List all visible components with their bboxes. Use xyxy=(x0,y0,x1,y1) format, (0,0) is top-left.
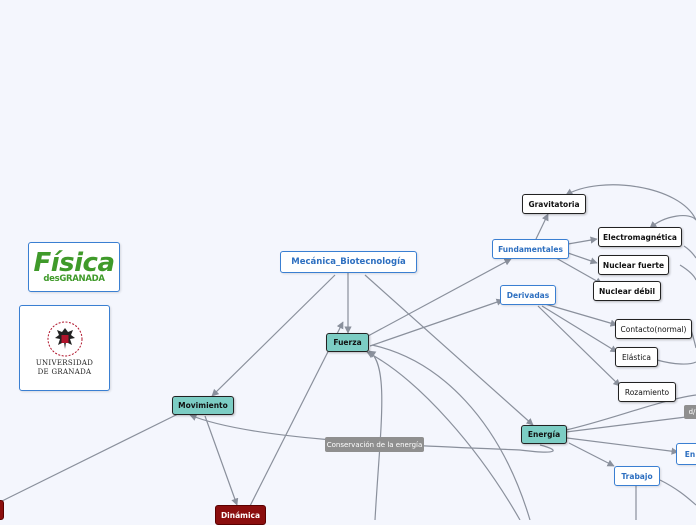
edge-fuerza-curve-c xyxy=(366,351,521,520)
edge-energia-d xyxy=(565,416,687,433)
ugr-logo: UNIVERSIDAD DE GRANADA xyxy=(19,305,110,391)
ugr-logo-line1: UNIVERSIDAD xyxy=(35,359,94,367)
node-nuclear-debil[interactable]: Nuclear débil xyxy=(593,281,661,301)
edge-curve-6 xyxy=(656,359,696,365)
node-en-partial[interactable]: En xyxy=(676,443,696,465)
node-dinamica[interactable]: Dinámica xyxy=(215,505,266,525)
edge-fund-nfuerte xyxy=(567,252,598,265)
node-electromagnetica[interactable]: Electromagnética xyxy=(598,227,682,247)
label-d-partial[interactable]: d/ xyxy=(684,405,696,419)
edge-energia-en xyxy=(566,437,679,455)
edge-fund-gravitatoria xyxy=(535,213,549,240)
edge-curve-2 xyxy=(649,214,696,229)
node-rozamiento[interactable]: Rozamiento xyxy=(618,382,676,402)
edge-trabajo-right xyxy=(659,479,696,506)
fisica-logo: Física desGRANADA xyxy=(28,242,120,292)
ugr-logo-line2: DE GRANADA xyxy=(37,368,92,376)
edge-mov-dinamica xyxy=(204,415,239,506)
node-energia[interactable]: Energía xyxy=(521,425,567,444)
edge-curve-4 xyxy=(679,264,696,281)
fisica-logo-title: Física xyxy=(33,247,115,278)
edge-der-rozamiento xyxy=(537,305,621,387)
label-conservacion-energia[interactable]: Conservación de la energía xyxy=(325,437,424,452)
edge-fuerza-curve-a xyxy=(368,350,383,520)
edge-fund-ndebil xyxy=(555,257,603,285)
edge-der-contacto xyxy=(544,303,618,327)
edge-conservacion xyxy=(189,414,554,453)
edge-der-elastica xyxy=(541,305,618,353)
node-gravitatoria[interactable]: Gravitatoria xyxy=(522,194,586,214)
edge-fuerza-curve-b xyxy=(371,344,531,520)
node-derivadas[interactable]: Derivadas xyxy=(500,285,556,305)
edge-energia-trabajo xyxy=(568,442,615,467)
edge-fuerza-fundamentales xyxy=(367,258,512,337)
edge-energia-right2 xyxy=(565,394,696,431)
edge-root-energia xyxy=(364,274,534,426)
node-elastica[interactable]: Elástica xyxy=(615,347,658,367)
edge-curve-3 xyxy=(683,245,696,259)
node-fundamentales[interactable]: Fundamentales xyxy=(492,239,569,259)
edge-fuerza-derivadas xyxy=(369,298,504,347)
node-left-partial[interactable] xyxy=(0,500,4,520)
fisica-logo-subtitle: desGRANADA xyxy=(43,273,105,284)
node-contacto[interactable]: Contacto(normal) xyxy=(615,319,692,339)
ugr-crest-icon xyxy=(47,321,82,357)
node-nuclear-fuerte[interactable]: Nuclear fuerte xyxy=(598,255,669,275)
edge-dinamica-fuerza xyxy=(249,321,344,507)
edge-mov-left xyxy=(0,412,181,503)
node-fuerza[interactable]: Fuerza xyxy=(326,333,369,352)
edge-fund-electro xyxy=(567,236,598,245)
node-trabajo[interactable]: Trabajo xyxy=(614,466,660,486)
edge-root-movimiento xyxy=(211,274,336,397)
root-topic[interactable]: Mecánica_Biotecnología xyxy=(280,251,417,273)
node-movimiento[interactable]: Movimiento xyxy=(172,396,234,415)
edge-curve-1 xyxy=(565,184,696,221)
